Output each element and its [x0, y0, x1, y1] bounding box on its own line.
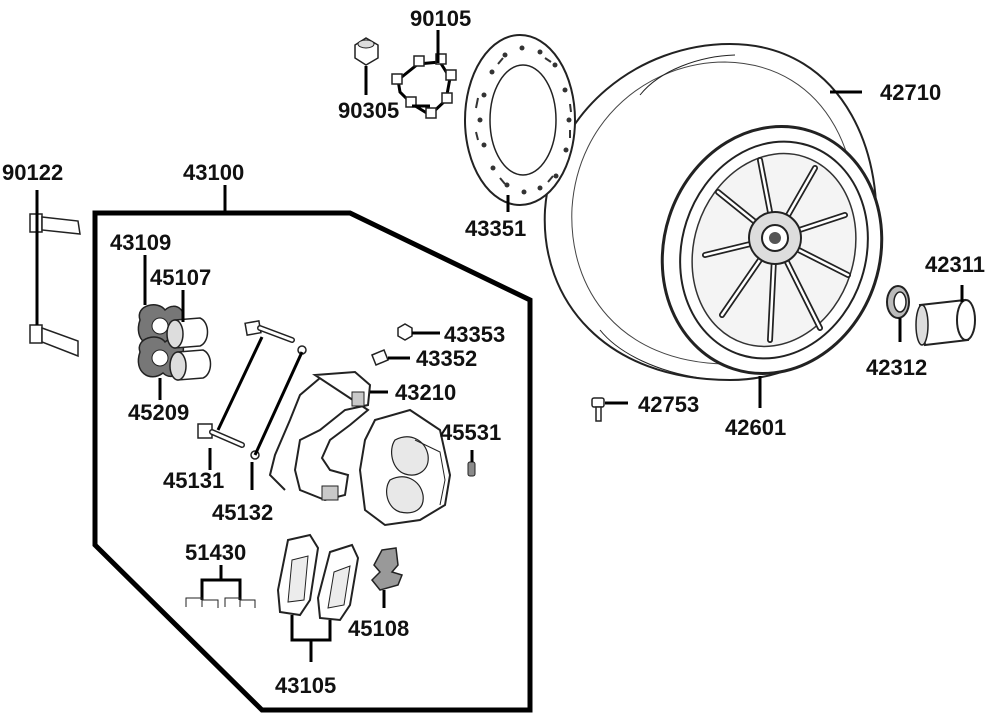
collar-icon[interactable] [915, 285, 976, 347]
label-43353[interactable]: 43353 [444, 322, 505, 347]
bolt-set-icon[interactable] [391, 30, 457, 119]
label-43105[interactable]: 43105 [275, 673, 336, 698]
valve-icon[interactable] [591, 397, 628, 422]
label-45108[interactable]: 45108 [348, 616, 409, 641]
bolt-set-icon[interactable] [371, 323, 476, 477]
label-51430[interactable]: 51430 [185, 540, 246, 565]
brake-caliper-icon[interactable] [268, 370, 452, 527]
label-42753[interactable]: 42753 [638, 392, 699, 417]
label-42311[interactable]: 42311 [925, 252, 985, 277]
label-90305[interactable]: 90305 [338, 98, 399, 123]
brake-pad-icon[interactable] [276, 533, 360, 662]
slide-pin-icon[interactable] [29, 190, 81, 358]
label-90122[interactable]: 90122 [2, 160, 63, 185]
caliper-assembly-outline [92, 185, 533, 713]
label-43109[interactable]: 43109 [110, 230, 171, 255]
label-90105[interactable]: 90105 [410, 6, 471, 31]
part-number-labels: 90105 90305 42710 90122 43100 43109 4510… [2, 6, 985, 698]
slide-pin-icon[interactable] [197, 320, 307, 490]
label-45107[interactable]: 45107 [150, 265, 211, 290]
pad-spring-icon[interactable] [370, 547, 404, 608]
piston-icon[interactable] [158, 290, 212, 400]
label-42312[interactable]: 42312 [866, 355, 927, 380]
label-45209[interactable]: 45209 [128, 400, 189, 425]
label-45132[interactable]: 45132 [212, 500, 273, 525]
label-43351[interactable]: 43351 [465, 216, 526, 241]
label-42710[interactable]: 42710 [880, 80, 941, 105]
spacer-icon[interactable] [886, 285, 910, 342]
label-43352[interactable]: 43352 [416, 346, 477, 371]
label-43210[interactable]: 43210 [395, 380, 456, 405]
brake-disc-icon[interactable] [464, 34, 576, 212]
pin-clip-icon [185, 565, 256, 608]
label-45131[interactable]: 45131 [163, 468, 224, 493]
wheel-rim-icon[interactable] [631, 98, 914, 408]
label-43100[interactable]: 43100 [183, 160, 244, 185]
label-45531[interactable]: 45531 [440, 420, 501, 445]
label-42601[interactable]: 42601 [725, 415, 786, 440]
hex-nut-icon[interactable] [354, 37, 379, 95]
